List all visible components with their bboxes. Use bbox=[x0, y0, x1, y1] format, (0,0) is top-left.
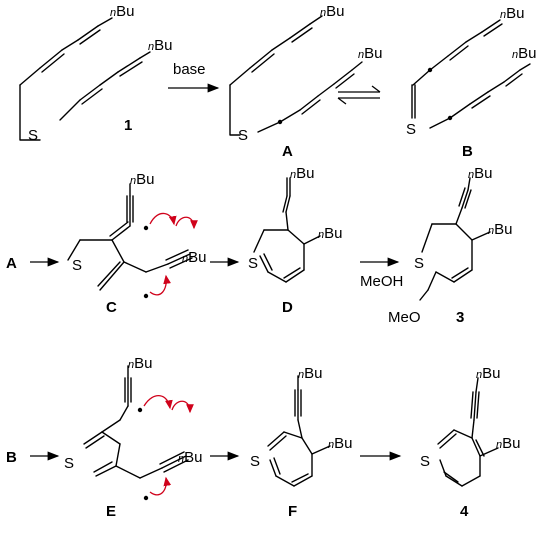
compound-label-B-start: B bbox=[6, 449, 17, 466]
compound-1-structure bbox=[19, 17, 151, 141]
n-butyl-label: nBu bbox=[320, 3, 344, 20]
n-butyl-label: nBu bbox=[298, 365, 322, 382]
compound-label-F: F bbox=[288, 503, 297, 520]
sulfur-label: S bbox=[248, 255, 258, 272]
compound-label-D: D bbox=[282, 299, 293, 316]
compound-label-C: C bbox=[106, 299, 117, 316]
compound-4-structure bbox=[437, 377, 499, 487]
sulfur-label: S bbox=[238, 127, 248, 144]
n-butyl-label: nBu bbox=[130, 171, 154, 188]
reagent-base: base bbox=[173, 61, 206, 78]
sulfur-label: S bbox=[250, 453, 260, 470]
methoxy-label: MeO bbox=[388, 309, 421, 326]
compound-3-structure bbox=[419, 177, 491, 301]
compound-label-1: 1 bbox=[124, 117, 132, 134]
n-butyl-label: nBu bbox=[476, 365, 500, 382]
sulfur-label: S bbox=[420, 453, 430, 470]
compound-A-structure bbox=[229, 15, 363, 136]
compound-B-structure bbox=[411, 19, 531, 129]
sulfur-label: S bbox=[72, 257, 82, 274]
compound-label-4: 4 bbox=[460, 503, 469, 520]
n-butyl-label: nBu bbox=[328, 435, 352, 452]
sulfur-label: S bbox=[406, 121, 416, 138]
compound-label-A-start: A bbox=[6, 255, 17, 272]
n-butyl-label: nBu bbox=[500, 5, 524, 22]
n-butyl-label: nBu bbox=[488, 221, 512, 238]
n-butyl-label: nBu bbox=[496, 435, 520, 452]
compound-C-structure bbox=[67, 183, 193, 291]
compound-F-structure bbox=[267, 375, 331, 487]
n-butyl-label: nBu bbox=[290, 165, 314, 182]
compound-label-B: B bbox=[462, 143, 473, 160]
n-butyl-label: nBu bbox=[468, 165, 492, 182]
n-butyl-label: nBu bbox=[182, 249, 206, 266]
compound-label-E: E bbox=[106, 503, 116, 520]
sulfur-label: S bbox=[28, 127, 38, 144]
equilibrium-arrows bbox=[337, 85, 381, 105]
n-butyl-label: nBu bbox=[148, 37, 172, 54]
n-butyl-label: nBu bbox=[178, 449, 202, 466]
n-butyl-label: nBu bbox=[358, 45, 382, 62]
n-butyl-label: nBu bbox=[512, 45, 536, 62]
reagent-meoh: MeOH bbox=[360, 273, 403, 290]
compound-E-structure bbox=[83, 365, 189, 479]
compound-label-3: 3 bbox=[456, 309, 464, 326]
compound-label-A: A bbox=[282, 143, 293, 160]
compound-D-structure bbox=[253, 177, 321, 283]
sulfur-label: S bbox=[414, 255, 424, 272]
n-butyl-label: nBu bbox=[128, 355, 152, 372]
n-butyl-label: nBu bbox=[110, 3, 134, 20]
sulfur-label: S bbox=[64, 455, 74, 472]
n-butyl-label: nBu bbox=[318, 225, 342, 242]
